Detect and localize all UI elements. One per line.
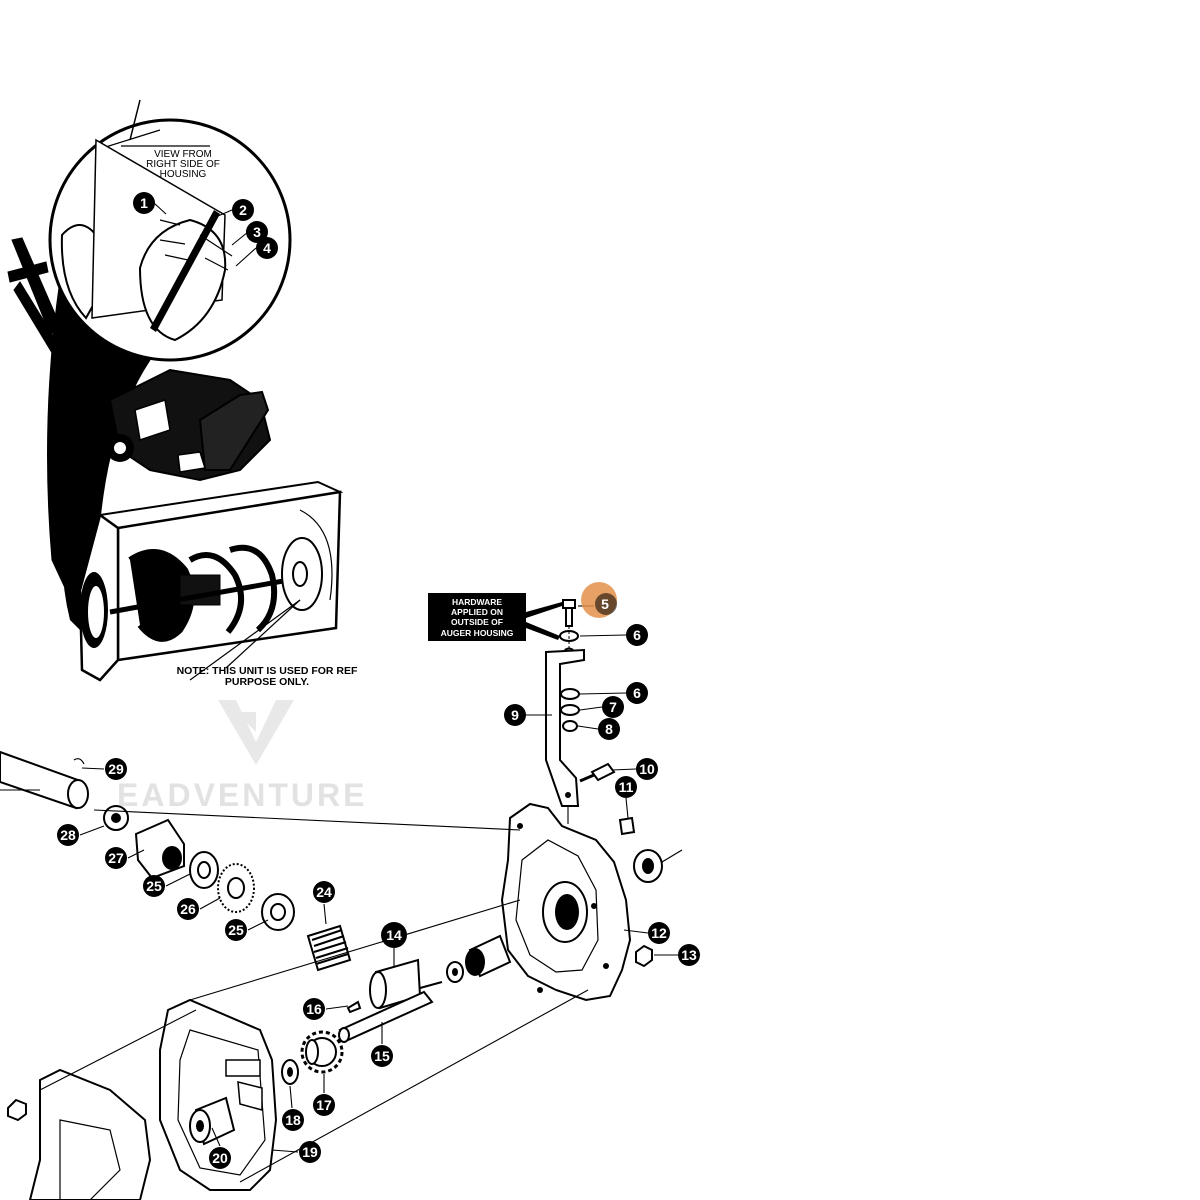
callout-29: 29	[105, 758, 127, 780]
svg-text:17: 17	[316, 1097, 332, 1113]
svg-text:RIGHT SIDE OF: RIGHT SIDE OF	[146, 159, 220, 170]
svg-text:4: 4	[263, 240, 271, 256]
detail-inset: VIEW FROM RIGHT SIDE OF HOUSING	[48, 99, 292, 362]
svg-text:3: 3	[253, 224, 261, 240]
svg-text:27: 27	[108, 850, 124, 866]
svg-text:6: 6	[633, 627, 641, 643]
callout-15: 15	[371, 1045, 393, 1067]
callout-1: 1	[133, 192, 155, 214]
hardware-note-box: HARDWARE APPLIED ON OUTSIDE OF AUGER HOU…	[428, 593, 562, 641]
callout-18: 18	[282, 1109, 304, 1131]
svg-text:29: 29	[108, 761, 124, 777]
svg-text:25: 25	[146, 878, 162, 894]
callout-2: 2	[232, 199, 254, 221]
callout-11: 11	[615, 776, 637, 798]
svg-text:16: 16	[306, 1001, 322, 1017]
svg-text:7: 7	[609, 699, 617, 715]
callout-6-mid: 6	[626, 682, 648, 704]
svg-text:PURPOSE ONLY.: PURPOSE ONLY.	[225, 676, 309, 688]
svg-text:11: 11	[619, 779, 634, 795]
svg-text:12: 12	[651, 925, 667, 941]
callout-5: 5	[595, 593, 617, 615]
callout-26: 26	[177, 898, 199, 920]
svg-text:9: 9	[511, 707, 519, 723]
watermark-logo-icon	[218, 700, 294, 765]
svg-text:10: 10	[639, 761, 655, 777]
callout-16: 16	[303, 998, 325, 1020]
callout-25-lower: 25	[225, 919, 247, 941]
svg-text:25: 25	[228, 922, 244, 938]
snowblower-illustration	[7, 237, 344, 682]
svg-text:13: 13	[681, 947, 697, 963]
callout-8: 8	[598, 718, 620, 740]
callout-7: 7	[602, 696, 624, 718]
svg-text:1: 1	[140, 195, 148, 211]
callout-6-top: 6	[626, 624, 648, 646]
svg-text:26: 26	[180, 901, 196, 917]
svg-text:28: 28	[60, 827, 76, 843]
callout-19: 19	[299, 1141, 321, 1163]
callout-27: 27	[105, 847, 127, 869]
callout-20: 20	[209, 1147, 231, 1169]
svg-text:OUTSIDE OF: OUTSIDE OF	[451, 617, 503, 627]
callout-24: 24	[313, 881, 335, 903]
svg-text:20: 20	[212, 1150, 228, 1166]
watermark: EADVENTURE	[117, 700, 367, 813]
svg-text:19: 19	[302, 1144, 318, 1160]
watermark-text: EADVENTURE	[117, 777, 367, 813]
svg-text:VIEW FROM: VIEW FROM	[154, 149, 212, 160]
svg-text:8: 8	[605, 721, 613, 737]
svg-text:AUGER HOUSING: AUGER HOUSING	[441, 628, 514, 638]
callout-25-upper: 25	[143, 875, 165, 897]
svg-text:APPLIED ON: APPLIED ON	[451, 607, 503, 617]
callout-leaders	[79, 202, 678, 1153]
svg-text:5: 5	[601, 596, 609, 612]
callout-28: 28	[57, 824, 79, 846]
svg-text:HARDWARE: HARDWARE	[452, 597, 502, 607]
svg-text:18: 18	[285, 1112, 301, 1128]
inset-label: VIEW FROM RIGHT SIDE OF HOUSING	[146, 149, 220, 180]
svg-text:24: 24	[316, 884, 332, 900]
callout-14: 14	[381, 922, 407, 948]
callout-12: 12	[648, 922, 670, 944]
callout-13: 13	[678, 944, 700, 966]
callout-17: 17	[313, 1094, 335, 1116]
svg-text:HOUSING: HOUSING	[160, 169, 207, 180]
callout-3: 3	[246, 221, 268, 243]
svg-text:2: 2	[239, 202, 247, 218]
svg-text:NOTE: THIS UNIT IS USED FOR RE: NOTE: THIS UNIT IS USED FOR REF	[177, 665, 358, 677]
callouts: 1 2 3 4 5 6 6 7 8 9 10 11 12 13 14 15 16…	[57, 192, 700, 1169]
exploded-parts	[0, 599, 683, 1200]
svg-text:15: 15	[374, 1048, 390, 1064]
callout-4: 4	[256, 237, 278, 259]
svg-text:6: 6	[633, 685, 641, 701]
callout-10: 10	[636, 758, 658, 780]
callout-9: 9	[504, 704, 526, 726]
reference-note: NOTE: THIS UNIT IS USED FOR REF PURPOSE …	[177, 665, 358, 688]
svg-text:14: 14	[386, 927, 402, 943]
